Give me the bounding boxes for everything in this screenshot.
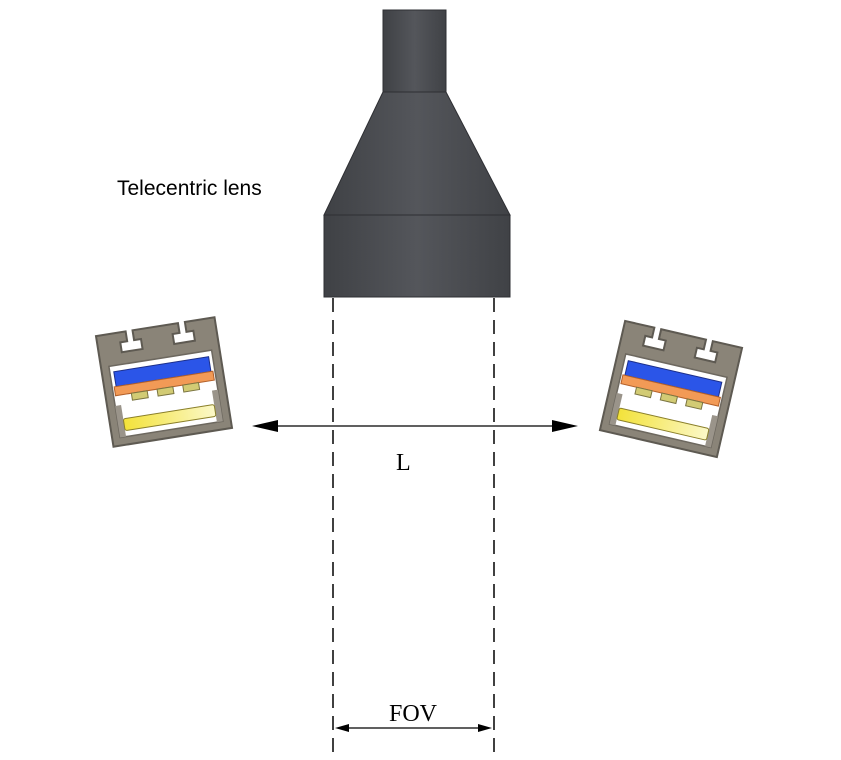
fov-label: FOV: [389, 701, 438, 727]
right-light-icon: [598, 319, 744, 459]
lens-label: Telecentric lens: [117, 177, 262, 200]
left-light-icon: [94, 316, 234, 448]
telecentric-lens-icon: [323, 9, 511, 298]
fov-arrow: [335, 724, 492, 732]
distance-label: L: [396, 450, 411, 476]
distance-arrow: [252, 420, 578, 432]
